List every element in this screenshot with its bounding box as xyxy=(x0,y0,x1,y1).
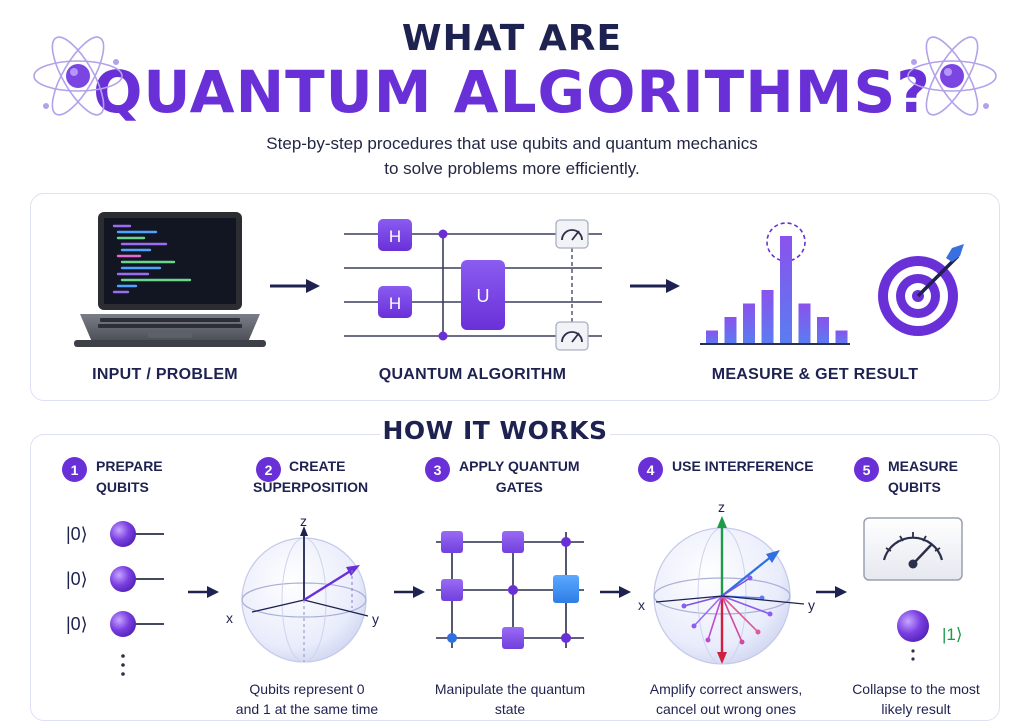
quantum-circuit-diagram: H H U xyxy=(344,219,602,351)
ket-zero-label: |0⟩ xyxy=(66,569,88,589)
step-number-badge: 4 xyxy=(638,457,663,482)
gate-h-label: H xyxy=(389,227,401,246)
axis-y-label: y xyxy=(808,597,815,613)
arrow-right-icon xyxy=(188,586,219,598)
qubits-diagram: |0⟩ |0⟩ |0⟩ xyxy=(66,521,164,676)
histogram-bar xyxy=(743,303,755,344)
step-2-description: Qubits represent 0 and 1 at the same tim… xyxy=(222,679,392,719)
quantum-algorithm-label: QUANTUM ALGORITHM xyxy=(378,366,567,383)
histogram-bar xyxy=(761,290,774,344)
histogram-bar xyxy=(724,317,737,344)
step-number-badge: 2 xyxy=(256,457,281,482)
how-it-works-title: HOW IT WORKS xyxy=(380,416,610,445)
step-3-header: 3 APPLY QUANTUM GATES xyxy=(425,456,580,498)
step-1-header: 1 PREPARE QUBITS xyxy=(62,456,163,498)
qubit-sphere xyxy=(110,611,136,637)
hadamard-gate xyxy=(378,219,412,251)
axis-x-label: x xyxy=(226,610,233,626)
gate-h-label: H xyxy=(389,294,401,313)
step-4-header: 4 USE INTERFERENCE xyxy=(638,456,814,482)
step-5-desc-line-2: likely result xyxy=(881,701,951,717)
step-2-desc-line-1: Qubits represent 0 xyxy=(249,681,365,697)
step-4-desc-line-1: Amplify correct answers, xyxy=(649,681,803,697)
meter-icon xyxy=(863,517,963,581)
step-5-description: Collapse to the most likely result xyxy=(836,679,996,719)
gate-block xyxy=(553,575,579,603)
quantum-gates-grid xyxy=(436,531,584,649)
hadamard-gate xyxy=(378,286,412,318)
ket-zero-label: |0⟩ xyxy=(66,614,88,634)
step-number-badge: 1 xyxy=(62,457,87,482)
qubit-sphere xyxy=(897,610,929,642)
measure-result-label: MEASURE & GET RESULT xyxy=(711,366,919,383)
step-2-desc-line-2: and 1 at the same time xyxy=(235,701,379,717)
step-number-badge: 3 xyxy=(425,457,450,482)
step-4-description: Amplify correct answers, cancel out wron… xyxy=(628,679,824,719)
step-3-label-line-1: APPLY QUANTUM xyxy=(459,458,580,474)
gate-block xyxy=(441,531,463,553)
axis-z-label: z xyxy=(300,513,307,529)
step-5-label-line-1: MEASURE xyxy=(888,458,959,474)
histogram-bar xyxy=(706,330,718,344)
step-4-label-line-1: USE INTERFERENCE xyxy=(672,458,814,474)
gate-block xyxy=(502,627,524,649)
step-3-desc-line-2: state xyxy=(494,701,526,717)
step-2-label-line-1: CREATE xyxy=(289,458,346,474)
subtitle: Step-by-step procedures that use qubits … xyxy=(0,131,1024,181)
atom-icon xyxy=(907,36,997,116)
meter-icon xyxy=(555,321,589,351)
qubit-sphere xyxy=(110,566,136,592)
subtitle-line-1: Step-by-step procedures that use qubits … xyxy=(266,134,758,153)
measurement-diagram: |1⟩ xyxy=(863,517,963,661)
step-4-desc-line-2: cancel out wrong ones xyxy=(655,701,797,717)
gate-block xyxy=(441,579,463,601)
axis-y-label: y xyxy=(372,611,379,627)
arrow-right-icon xyxy=(816,586,847,598)
gate-block xyxy=(502,531,524,553)
arrow-right-icon xyxy=(394,586,425,598)
step-2-label-line-2: SUPERPOSITION xyxy=(253,479,369,495)
step-5-desc-line-1: Collapse to the most xyxy=(852,681,980,697)
step-2-header: 2 CREATE SUPERPOSITION xyxy=(253,456,369,498)
histogram-bar xyxy=(780,236,792,344)
arrow-right-icon xyxy=(630,279,680,293)
step-5-header: 5 MEASURE QUBITS xyxy=(854,456,958,498)
input-problem-label: INPUT / PROBLEM xyxy=(92,366,238,383)
step-1-label-line-2: QUBITS xyxy=(96,479,149,495)
title-line-1: WHAT ARE xyxy=(401,18,623,59)
page-title: QUANTUM ALGORITHMS? xyxy=(93,58,931,126)
histogram-bar xyxy=(798,303,811,344)
gate-u-label: U xyxy=(477,286,490,306)
bloch-sphere-diagram: z x y xyxy=(226,513,379,663)
histogram-bar xyxy=(835,330,848,344)
axis-x-label: x xyxy=(638,597,645,613)
ket-one-label: |1⟩ xyxy=(942,625,963,644)
histogram-bar xyxy=(817,317,829,344)
step-3-desc-line-1: Manipulate the quantum xyxy=(434,681,586,697)
step-5-label-line-2: QUBITS xyxy=(888,479,941,495)
how-it-works-panel xyxy=(30,434,1000,721)
target-icon xyxy=(878,244,964,336)
meter-icon xyxy=(555,219,589,249)
step-3-description: Manipulate the quantum state xyxy=(420,679,600,719)
unitary-gate xyxy=(461,260,505,330)
probability-histogram xyxy=(700,222,850,345)
atom-icon xyxy=(33,36,123,116)
laptop-icon xyxy=(74,212,266,347)
axis-z-label: z xyxy=(718,499,725,515)
step-3-label-line-2: GATES xyxy=(495,479,543,495)
step-number-badge: 5 xyxy=(854,457,879,482)
interference-sphere-diagram: z x y xyxy=(638,499,815,665)
step-1-label-line-1: PREPARE xyxy=(96,458,163,474)
arrow-right-icon xyxy=(270,279,320,293)
qubit-sphere xyxy=(110,521,136,547)
arrow-right-icon xyxy=(600,586,631,598)
ket-zero-label: |0⟩ xyxy=(66,524,88,544)
subtitle-line-2: to solve problems more efficiently. xyxy=(384,159,640,178)
ellipsis-dots xyxy=(121,654,125,676)
